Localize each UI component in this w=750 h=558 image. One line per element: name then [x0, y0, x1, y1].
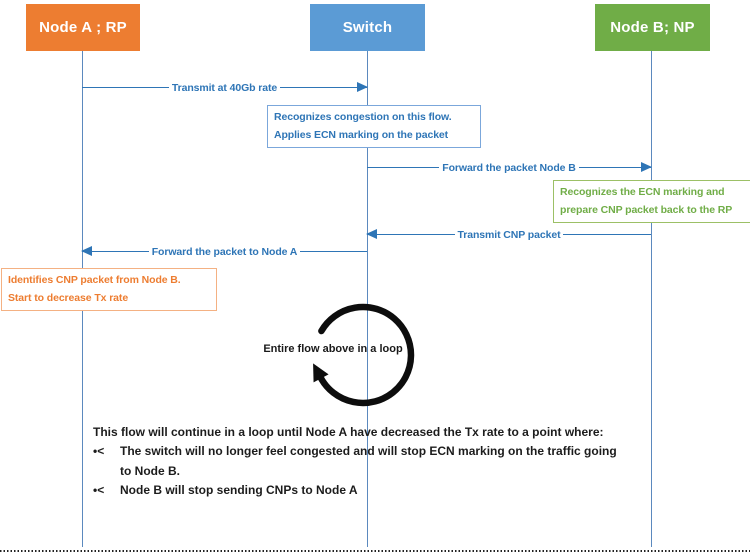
note-node-b-ecn: Recognizes the ECN marking and prepare C…: [553, 180, 750, 223]
lifeline-switch: [367, 51, 368, 547]
message-transmit-40gb: Transmit at 40Gb rate: [82, 79, 368, 96]
message-forward-node-b: Forward the packet Node B: [367, 159, 652, 176]
message-label: Transmit at 40Gb rate: [168, 81, 281, 94]
actor-label-node-b: Node B; NP: [610, 19, 695, 36]
message-forward-node-a: Forward the packet to Node A: [81, 243, 367, 260]
arrow-right-icon: [357, 82, 368, 92]
note-line: prepare CNP packet back to the RP: [560, 204, 733, 216]
note-line: Start to decrease Tx rate: [8, 292, 129, 304]
message-transmit-cnp: Transmit CNP packet: [366, 226, 651, 243]
footer-bullet-2: •< Node B will stop sending CNPs to Node…: [93, 481, 638, 500]
footer-bullet-text: Node B will stop sending CNPs to Node A: [120, 482, 358, 497]
page-break-dotted-line: [0, 550, 750, 552]
note-line: Identifies CNP packet from Node B.: [8, 274, 181, 286]
note-node-a-cnp: Identifies CNP packet from Node B. Start…: [1, 268, 217, 311]
message-label: Forward the packet to Node A: [148, 245, 301, 258]
lifeline-node-b: [651, 51, 652, 547]
message-label: Transmit CNP packet: [454, 228, 564, 241]
footer-intro: This flow will continue in a loop until …: [93, 425, 604, 439]
note-line: Recognizes congestion on this flow.: [274, 111, 452, 123]
bullet-marker-icon: •<: [93, 444, 105, 459]
bullet-marker-icon: •<: [93, 482, 105, 497]
note-line: Recognizes the ECN marking and: [560, 186, 725, 198]
actor-label-switch: Switch: [342, 19, 393, 36]
footer-text-block: This flow will continue in a loop until …: [93, 423, 638, 500]
loop-arrow-icon: [313, 303, 415, 407]
note-switch-congestion: Recognizes congestion on this flow. Appl…: [267, 105, 481, 148]
actor-label-node-a: Node A ; RP: [39, 19, 127, 36]
actor-box-switch: Switch: [310, 4, 425, 51]
footer-bullet-1: •< The switch will no longer feel conges…: [93, 442, 638, 481]
arrow-left-icon: [366, 229, 377, 239]
footer-bullet-text: The switch will no longer feel congested…: [120, 444, 617, 478]
arrow-right-icon: [641, 162, 652, 172]
arrow-left-icon: [81, 246, 92, 256]
actor-box-node-a: Node A ; RP: [26, 4, 140, 51]
message-label: Forward the packet Node B: [439, 161, 579, 174]
loop-label: Entire flow above in a loop: [263, 343, 403, 355]
note-line: Applies ECN marking on the packet: [274, 129, 449, 141]
actor-box-node-b: Node B; NP: [595, 4, 710, 51]
